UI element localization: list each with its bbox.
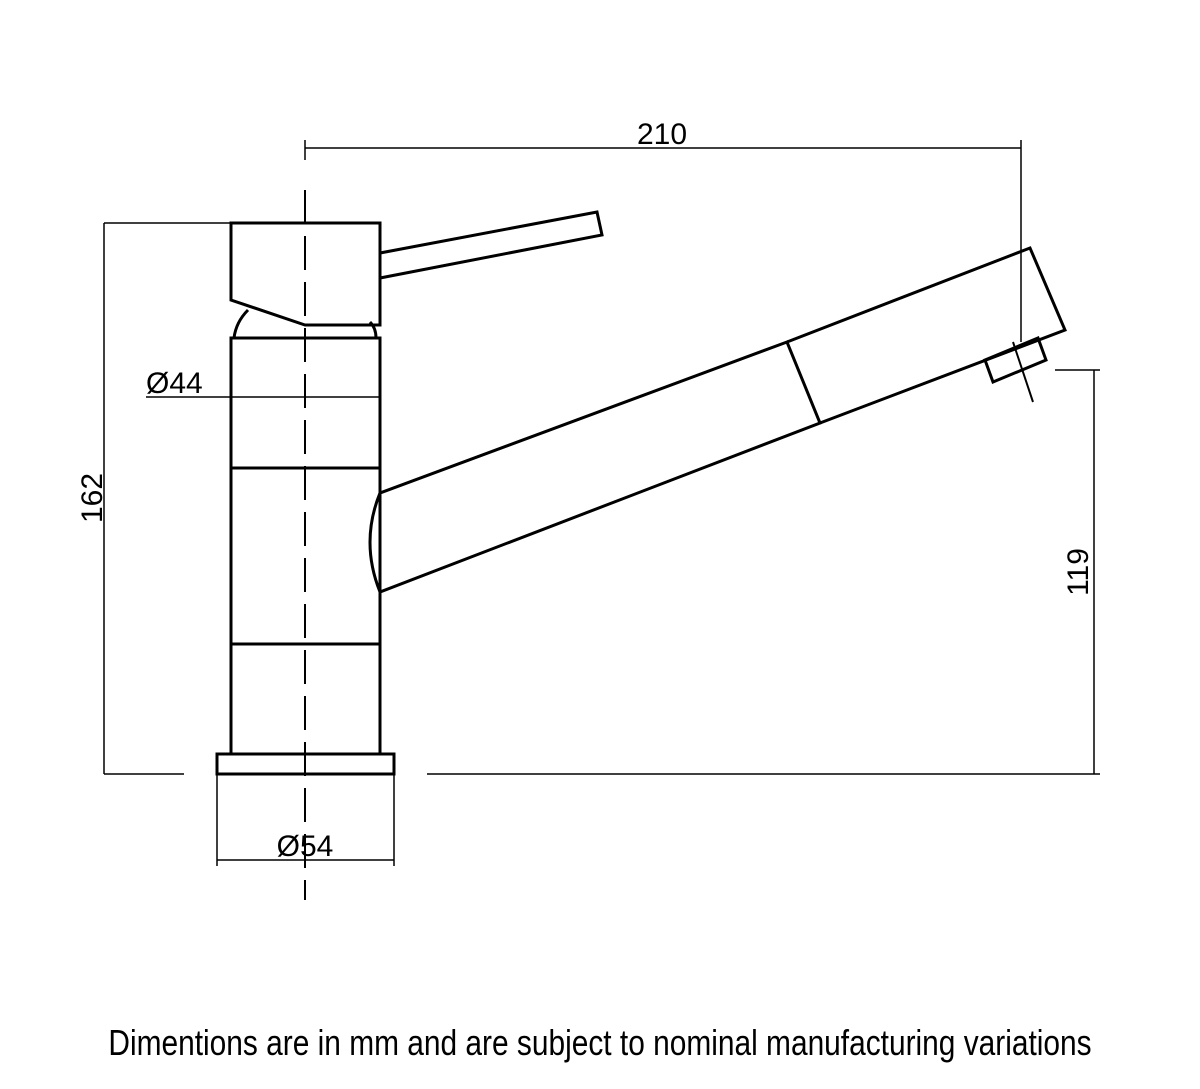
aerator xyxy=(983,336,1048,384)
center-lines xyxy=(304,190,1034,900)
spout-joint xyxy=(368,492,382,593)
aerator-center-line xyxy=(1012,341,1034,403)
dimension-lines xyxy=(103,140,1100,866)
dimension-note: Dimentions are in mm and are subject to … xyxy=(108,1022,1092,1063)
dimension-body-diameter-label: Ø44 xyxy=(146,367,203,400)
faucet-outline xyxy=(215,210,1067,776)
spray-head xyxy=(786,246,1067,425)
handle-cap xyxy=(229,221,382,327)
cap-collar xyxy=(232,308,378,339)
dimension-reach-label: 210 xyxy=(637,118,687,151)
spout-tube xyxy=(379,340,822,594)
dimension-base-diameter-label: Ø54 xyxy=(277,830,334,863)
lever-handle xyxy=(379,210,604,280)
dimension-overall-height-label: 162 xyxy=(76,473,109,523)
dimension-outlet-height-label: 119 xyxy=(1062,548,1095,596)
